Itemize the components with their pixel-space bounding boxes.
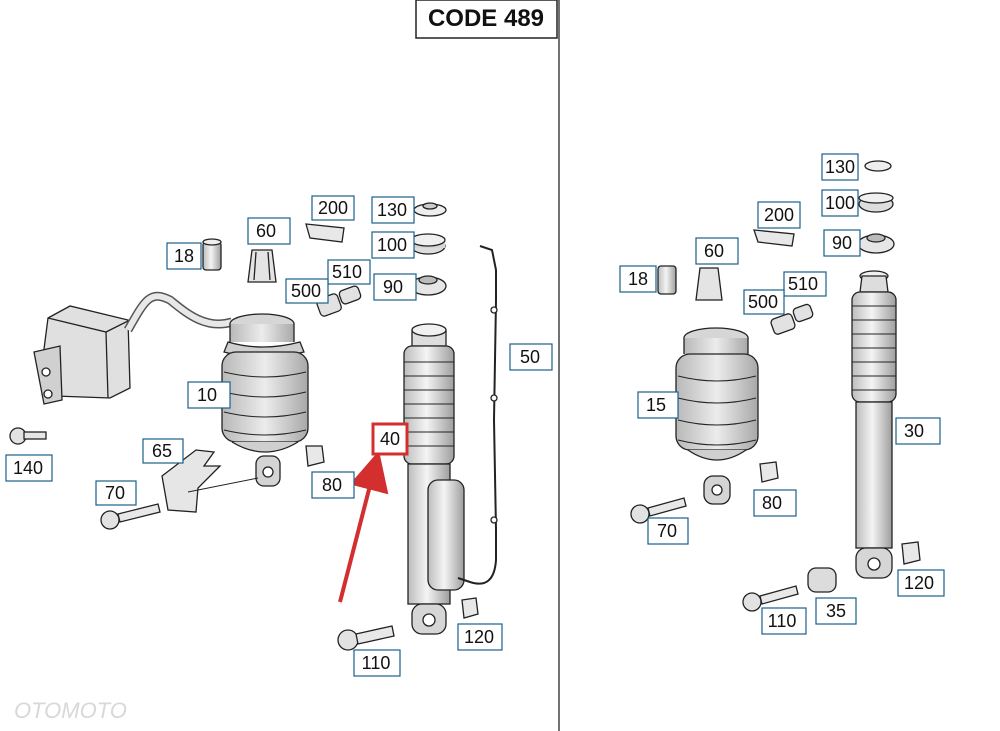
code-box: CODE 489 (415, 0, 558, 39)
label-10: 10 (187, 381, 231, 409)
svg-text:110: 110 (362, 653, 391, 673)
r-air-spring-15 (675, 353, 759, 451)
r-label-15: 15 (637, 391, 679, 419)
right-assembly (630, 160, 921, 612)
r-cap-200 (753, 229, 795, 247)
r-seal-510 (792, 303, 814, 323)
svg-text:500: 500 (748, 292, 778, 312)
svg-text:60: 60 (256, 221, 276, 241)
r-shock-boot (851, 291, 897, 403)
svg-text:35: 35 (826, 601, 846, 621)
sensor-cable-50 (457, 245, 497, 585)
label-200: 200 (311, 195, 355, 221)
svg-text:40: 40 (380, 429, 400, 449)
svg-text:18: 18 (174, 246, 194, 266)
nut-80 (305, 445, 325, 467)
label-90: 90 (373, 273, 417, 301)
code-label: CODE 489 (428, 5, 544, 32)
r-label-130: 130 (821, 153, 859, 181)
r-nut-120 (901, 541, 921, 565)
label-130: 130 (371, 196, 415, 224)
label-140: 140 (5, 454, 53, 482)
r-bushing-35 (807, 567, 837, 593)
svg-text:500: 500 (291, 281, 321, 301)
svg-text:80: 80 (322, 475, 342, 495)
r-valve-18 (657, 265, 677, 295)
r-label-70: 70 (647, 517, 689, 545)
label-60: 60 (247, 217, 291, 245)
r-label-510: 510 (783, 271, 827, 297)
bolt-110-head (337, 629, 359, 651)
clip-part-60 (247, 249, 277, 283)
cap-part-200 (305, 223, 345, 243)
svg-text:110: 110 (768, 611, 797, 631)
r-bolt-110-head (742, 592, 762, 612)
svg-text:80: 80 (762, 493, 782, 513)
shock-top-bump (411, 323, 447, 337)
label-120: 120 (457, 623, 503, 651)
label-40-highlighted: 40 (371, 422, 409, 456)
svg-text:130: 130 (377, 200, 407, 220)
label-100: 100 (371, 231, 415, 259)
shock-reservoir (427, 479, 465, 591)
valve-part-18 (202, 241, 222, 271)
highlight-arrow (338, 450, 389, 603)
svg-text:100: 100 (825, 193, 855, 213)
label-510: 510 (327, 259, 371, 285)
svg-text:10: 10 (197, 385, 217, 405)
svg-text:65: 65 (152, 441, 172, 461)
svg-text:130: 130 (825, 157, 855, 177)
label-65: 65 (142, 438, 184, 464)
bracket-65 (161, 449, 222, 513)
svg-text:18: 18 (628, 269, 648, 289)
svg-text:30: 30 (904, 421, 924, 441)
r-clip-60 (695, 267, 723, 301)
r-label-120: 120 (897, 569, 945, 597)
svg-text:100: 100 (377, 235, 407, 255)
watermark: OTOMOTO (14, 698, 127, 723)
r-label-500: 500 (743, 289, 785, 315)
svg-text:120: 120 (904, 573, 934, 593)
r-label-100: 100 (821, 189, 859, 217)
label-80: 80 (311, 471, 355, 499)
r-label-18: 18 (619, 265, 657, 293)
svg-text:70: 70 (105, 483, 125, 503)
svg-text:60: 60 (704, 241, 724, 261)
bolt-70-head (100, 510, 120, 530)
svg-text:140: 140 (13, 458, 43, 478)
r-nut-80 (759, 461, 779, 483)
r-seal-500 (770, 313, 796, 335)
svg-text:90: 90 (832, 233, 852, 253)
label-50: 50 (509, 343, 553, 371)
r-label-60: 60 (695, 237, 739, 265)
seal-part-510 (338, 285, 362, 305)
r-label-90: 90 (823, 229, 861, 257)
label-18: 18 (166, 242, 202, 270)
r-label-30: 30 (895, 417, 941, 445)
svg-text:510: 510 (788, 274, 818, 294)
left-assembly (9, 202, 498, 651)
r-label-35: 35 (815, 597, 857, 625)
r-shock-body (855, 401, 893, 549)
nut-120 (461, 597, 479, 619)
svg-text:50: 50 (520, 347, 540, 367)
r-label-110: 110 (761, 607, 807, 635)
svg-text:200: 200 (318, 198, 348, 218)
r-label-80: 80 (753, 489, 797, 517)
r-label-200: 200 (757, 201, 801, 229)
label-500: 500 (285, 278, 329, 304)
svg-text:70: 70 (657, 521, 677, 541)
svg-text:200: 200 (764, 205, 794, 225)
svg-text:120: 120 (464, 627, 494, 647)
label-110: 110 (353, 649, 401, 677)
label-70: 70 (95, 480, 137, 506)
svg-text:90: 90 (383, 277, 403, 297)
svg-text:15: 15 (646, 395, 666, 415)
r-bolt-70-head (630, 504, 650, 524)
svg-text:510: 510 (332, 262, 362, 282)
r-washer-130 (864, 160, 892, 172)
